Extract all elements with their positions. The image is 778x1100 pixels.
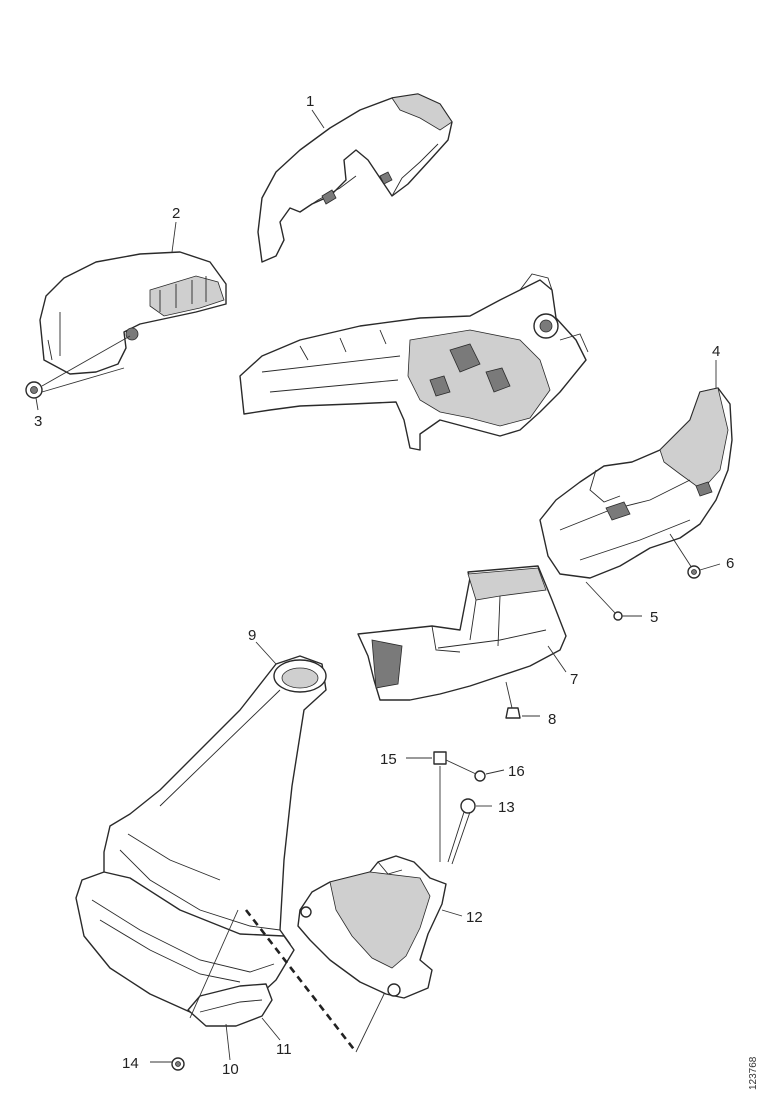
part-11-seal — [187, 983, 273, 1027]
callout-1: 1 — [306, 93, 314, 110]
leader-7 — [547, 645, 567, 673]
leader-10 — [225, 1023, 231, 1061]
steering-column-assembly — [239, 273, 589, 451]
part-16-screw — [445, 759, 505, 782]
callout-2: 2 — [172, 205, 180, 222]
callout-10: 10 — [222, 1061, 239, 1078]
part-8-screw — [505, 681, 540, 719]
drawing-id: 123768 — [740, 1040, 778, 1100]
callout-12: 12 — [466, 909, 483, 926]
part-14-screw — [150, 1057, 185, 1071]
callout-6: 6 — [726, 555, 734, 572]
leader-3 — [35, 397, 39, 411]
part-1-upper-cover — [257, 93, 453, 263]
part-4-lower-cover — [539, 387, 733, 579]
leader-11 — [261, 1017, 281, 1041]
callout-14: 14 — [122, 1055, 139, 1072]
callout-9: 9 — [248, 627, 256, 644]
part-9-boot — [103, 655, 327, 975]
leader-2 — [171, 221, 177, 253]
leader-12 — [441, 909, 463, 917]
part-13-bolt — [447, 798, 492, 865]
assembly-line-guide — [189, 909, 387, 1053]
assembly-line — [244, 909, 358, 1053]
part-6-screw — [669, 533, 721, 579]
callout-16: 16 — [508, 763, 525, 780]
callout-11: 11 — [276, 1041, 292, 1058]
callout-13: 13 — [498, 799, 515, 816]
part-3-screw — [25, 335, 131, 399]
part-12-bracket — [297, 855, 447, 999]
callout-8: 8 — [548, 711, 556, 728]
part-2-side-cover — [39, 251, 227, 375]
part-5-screw — [585, 581, 642, 621]
leader-9 — [255, 641, 277, 665]
leader-1 — [311, 109, 325, 129]
drawing-id-text: 123768 — [748, 1056, 759, 1090]
callout-3: 3 — [34, 413, 42, 430]
callout-4: 4 — [712, 343, 720, 360]
callout-5: 5 — [650, 609, 658, 626]
part-10-frame — [75, 871, 295, 1017]
callout-15: 15 — [380, 751, 397, 768]
part-7-lower-bracket — [357, 565, 567, 701]
callout-7: 7 — [570, 671, 578, 688]
part-15-nut — [406, 751, 447, 862]
